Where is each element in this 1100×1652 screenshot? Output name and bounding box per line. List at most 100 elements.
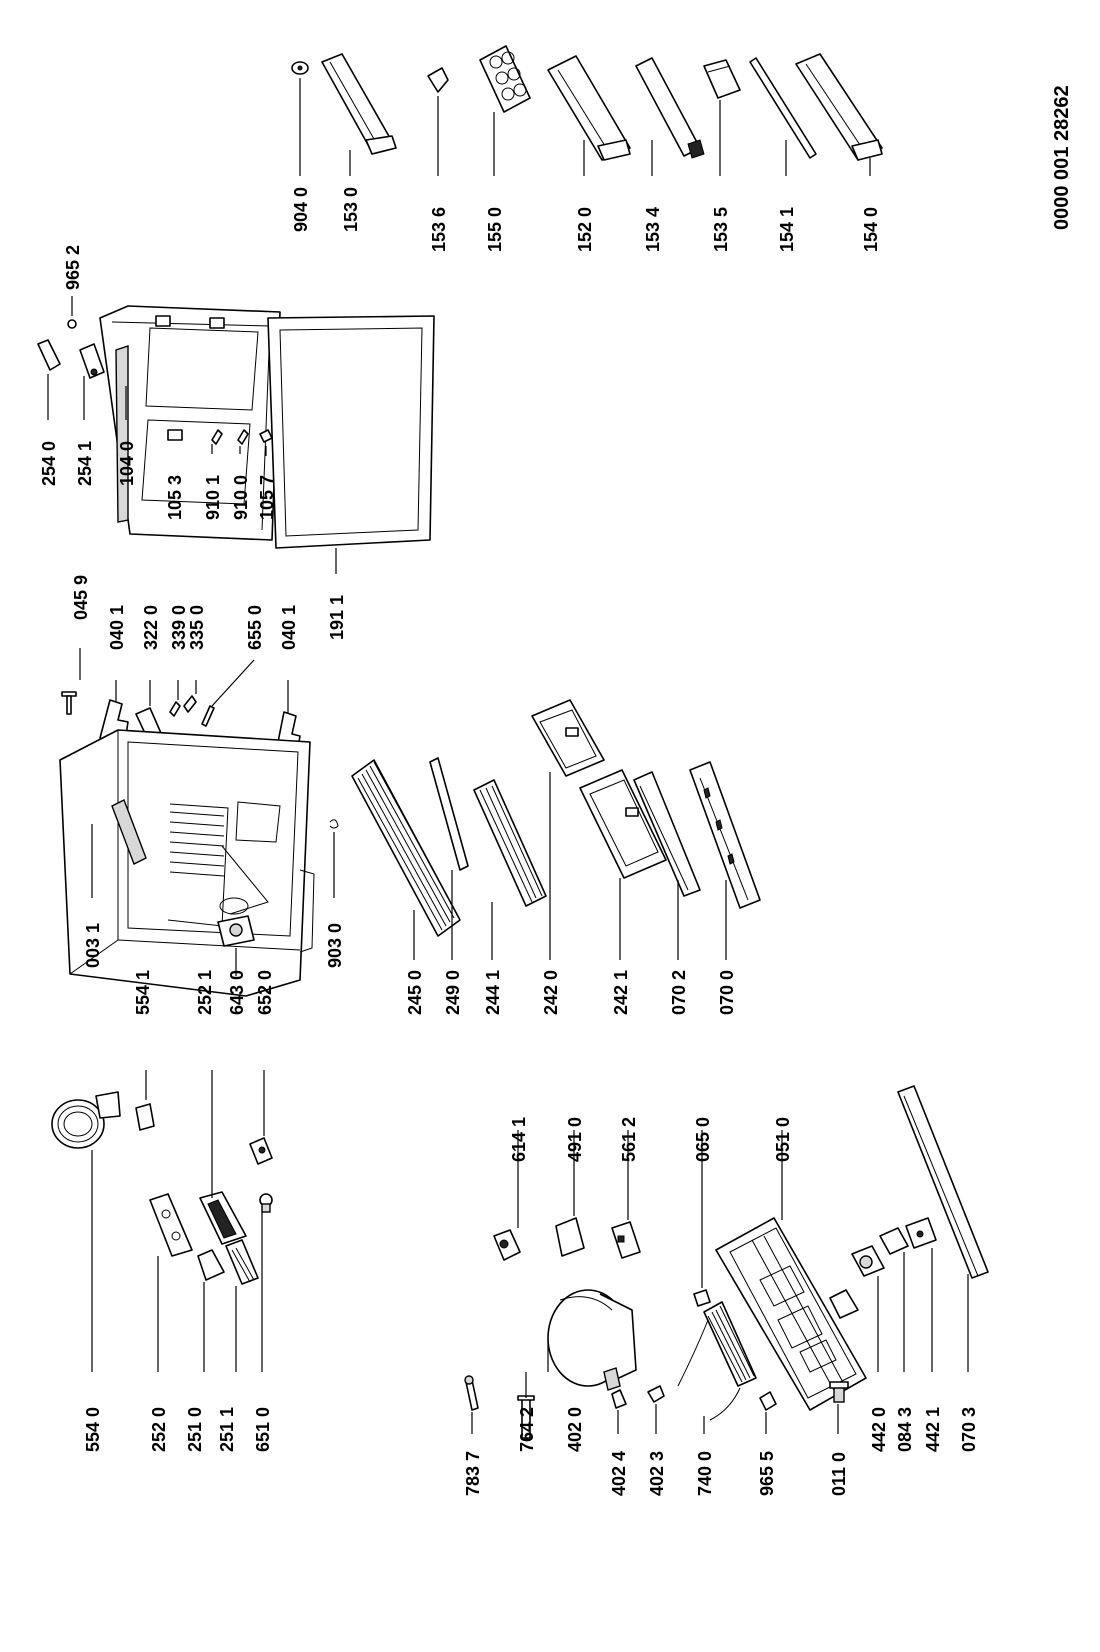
part-105-3-hinge-cover <box>167 429 183 441</box>
label-154-0: 154 0 <box>861 207 881 252</box>
part-252-0-light-housing <box>149 1193 193 1257</box>
label-643-0: 643 0 <box>227 970 247 1015</box>
label-783-7: 783 7 <box>463 1451 483 1496</box>
label-652-0: 652 0 <box>255 970 275 1015</box>
label-335-0: 335 0 <box>187 605 207 650</box>
part-442-0-fan-motor <box>829 1245 885 1319</box>
part-051-0-base-tray <box>715 1217 867 1411</box>
part-154-0-bottle-shelf <box>795 53 883 161</box>
part-651-0-knob <box>259 1193 273 1213</box>
label-153-0: 153 0 <box>341 187 361 232</box>
label-104-0: 104 0 <box>117 441 137 486</box>
label-965-5: 965 5 <box>757 1451 777 1496</box>
part-104-0-door <box>99 305 281 541</box>
part-335-0-screw <box>183 695 197 713</box>
label-153-6: 153 6 <box>429 207 449 252</box>
part-153-5-bottle-clip <box>703 59 741 99</box>
part-442-1-plate <box>905 1217 937 1249</box>
label-070-0: 070 0 <box>717 970 737 1015</box>
label-554-1: 554 1 <box>133 970 153 1015</box>
label-191-1: 191 1 <box>327 595 347 640</box>
part-491-0-cover <box>555 1217 585 1257</box>
part-652-0-switch <box>249 1137 273 1165</box>
part-643-0-thermostat <box>217 915 255 947</box>
drawing-number: 0000 001 28262 <box>1051 85 1073 230</box>
label-242-1: 242 1 <box>611 970 631 1015</box>
label-105-7: 105 7 <box>257 475 277 520</box>
part-084-3-bracket <box>879 1227 909 1255</box>
part-910-1-screw <box>211 429 223 445</box>
label-322-0: 322 0 <box>141 605 161 650</box>
part-254-0-handle <box>37 339 61 371</box>
part-045-9-pin <box>61 691 77 715</box>
label-442-0: 442 0 <box>869 1407 889 1452</box>
label-252-1: 252 1 <box>195 970 215 1015</box>
label-442-1: 442 1 <box>923 1407 943 1452</box>
label-651-0: 651 0 <box>253 1407 273 1452</box>
part-402-3-clip <box>647 1385 665 1403</box>
part-191-1-door-gasket <box>267 315 435 549</box>
label-040-1-b: 040 1 <box>279 605 299 650</box>
part-152-0-door-shelf <box>547 55 631 161</box>
label-402-0: 402 0 <box>565 1407 585 1452</box>
label-655-0: 655 0 <box>245 605 265 650</box>
label-040-1-a: 040 1 <box>107 605 127 650</box>
part-252-1-control-panel <box>199 1191 247 1245</box>
part-402-0-compressor <box>547 1289 637 1391</box>
part-965-5-screw <box>759 1391 777 1411</box>
part-554-0-fan-ring <box>51 1091 121 1149</box>
label-153-5: 153 5 <box>711 207 731 252</box>
part-614-1-relay <box>493 1229 521 1261</box>
part-561-2-connector <box>611 1221 641 1259</box>
part-910-0-screw <box>237 429 249 445</box>
part-783-7-tube <box>464 1375 479 1411</box>
label-910-1: 910 1 <box>203 475 223 520</box>
label-561-2: 561 2 <box>619 1117 639 1162</box>
label-965-2: 965 2 <box>63 245 83 290</box>
part-244-1-glass-shelf <box>473 779 547 907</box>
label-153-4: 153 4 <box>643 207 663 252</box>
part-339-0-screw <box>169 701 181 717</box>
part-904-0-cap <box>291 61 309 75</box>
part-249-0-shelf-trim <box>429 757 469 871</box>
part-155-0-egg-tray <box>479 45 531 113</box>
part-740-0-condenser <box>677 1301 757 1421</box>
part-070-3-plinth <box>897 1085 989 1279</box>
label-245-0: 245 0 <box>405 970 425 1015</box>
label-903-0: 903 0 <box>325 923 345 968</box>
part-153-4-shelf-frame <box>635 57 705 159</box>
part-242-1-crisper-drawer <box>579 769 667 879</box>
part-242-0-crisper-drawer <box>531 699 605 777</box>
label-904-0: 904 0 <box>291 187 311 232</box>
label-003-1: 003 1 <box>83 923 103 968</box>
part-251-0-lamp-cover <box>197 1249 225 1281</box>
label-065-0: 065 0 <box>693 1117 713 1162</box>
label-339-0: 339 0 <box>169 605 189 650</box>
label-252-0: 252 0 <box>149 1407 169 1452</box>
label-051-0: 051 0 <box>773 1117 793 1162</box>
label-011-0: 011 0 <box>829 1452 849 1496</box>
part-245-0-wire-shelf <box>351 759 461 937</box>
label-614-1: 614 1 <box>509 1117 529 1162</box>
part-154-1-shelf-bar <box>749 57 817 159</box>
part-254-1-handle-bracket <box>79 343 105 379</box>
label-254-1: 254 1 <box>75 441 95 486</box>
label-045-9: 045 9 <box>71 575 91 620</box>
label-105-3: 105 3 <box>165 475 185 520</box>
label-249-0: 249 0 <box>443 970 463 1015</box>
part-153-0-butter-cover <box>321 53 397 155</box>
part-402-4-grommet <box>611 1389 627 1409</box>
part-070-0-front-trim <box>689 761 761 909</box>
label-910-0: 910 0 <box>231 475 251 520</box>
part-655-0-rod <box>201 705 215 727</box>
label-154-1: 154 1 <box>777 207 797 252</box>
label-740-0: 740 0 <box>695 1451 715 1496</box>
part-065-0-clip <box>693 1289 711 1307</box>
label-084-3: 084 3 <box>895 1407 915 1452</box>
part-554-1-bracket <box>135 1103 155 1131</box>
label-152-0: 152 0 <box>575 207 595 252</box>
label-070-3: 070 3 <box>959 1407 979 1452</box>
label-244-1: 244 1 <box>483 970 503 1015</box>
